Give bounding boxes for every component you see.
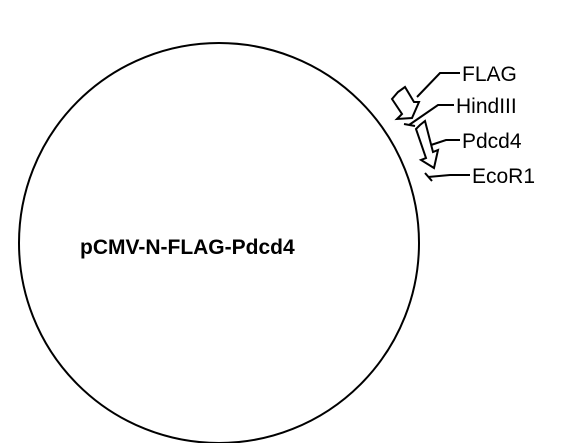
flag-feature-arrow <box>390 85 421 121</box>
flag-leader-line <box>416 72 460 98</box>
hindiii-site-tick <box>403 123 416 127</box>
plasmid-name: pCMV-N-FLAG-Pdcd4 <box>80 236 295 259</box>
pdcd4-label: Pdcd4 <box>462 130 522 153</box>
ecor1-leader-line <box>427 174 470 178</box>
pdcd4-leader-line <box>430 139 460 146</box>
ecor1-label: EcoR1 <box>472 165 535 188</box>
hindiii-leader-line <box>408 104 454 126</box>
hindiii-label: HindIII <box>456 95 517 118</box>
pdcd4-feature-arrow <box>414 119 440 170</box>
flag-label: FLAG <box>462 63 517 86</box>
plasmid-backbone <box>18 42 420 443</box>
ecor1-site-tick <box>424 172 433 182</box>
